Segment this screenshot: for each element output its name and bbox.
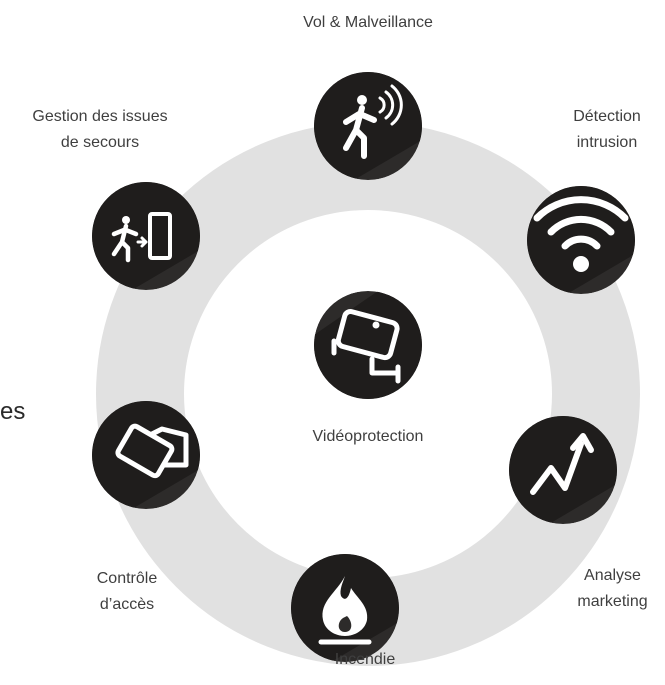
label-incendie: Incendie (290, 647, 440, 673)
wifi-signal-icon (533, 196, 629, 272)
emergency-exit-icon (111, 212, 172, 263)
label-intrusion: Détection intrusion (552, 104, 662, 156)
label-acces: Contrôle d’accès (72, 566, 182, 618)
label-line: d’accès (99, 596, 155, 613)
truncated-text: es (0, 398, 26, 425)
label-secours: Gestion des issues de secours (0, 104, 200, 156)
running-person-alarm-icon (343, 84, 403, 159)
label-marketing: Analyse marketing (560, 563, 665, 615)
label-line: Gestion des issues (32, 108, 168, 125)
access-card-icon (115, 423, 189, 479)
label-line: Analyse (584, 567, 641, 584)
label-vol: Vol & Malveillance (256, 10, 480, 36)
label-line: Vol & Malveillance (303, 14, 433, 31)
label-line: Détection (573, 108, 641, 125)
flame-icon (318, 576, 372, 645)
label-line: Incendie (334, 651, 396, 668)
label-line: marketing (577, 593, 648, 610)
node-incendie (291, 554, 399, 662)
center-node (314, 291, 422, 399)
label-line: intrusion (576, 134, 638, 151)
label-line: de secours (60, 134, 140, 151)
node-secours (92, 182, 200, 290)
trend-arrow-icon (530, 433, 594, 495)
security-camera-icon (331, 309, 401, 384)
label-line: Contrôle (96, 570, 158, 587)
center-label: Vidéoprotection (312, 428, 424, 445)
